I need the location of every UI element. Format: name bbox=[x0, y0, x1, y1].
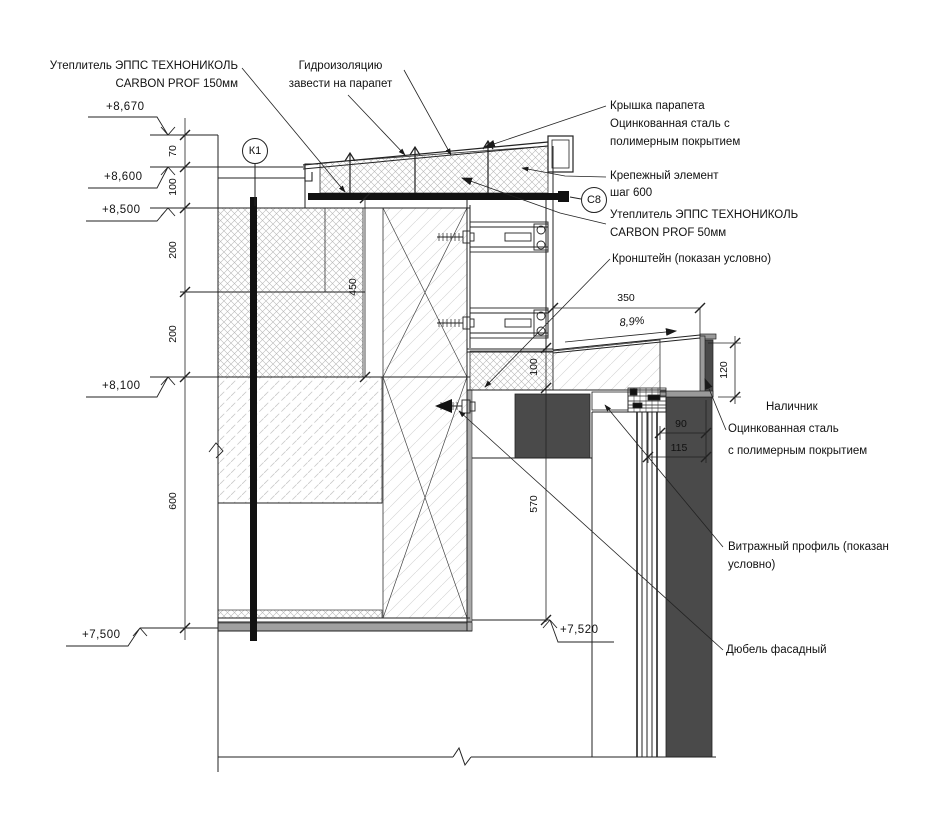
elevation-7500: +7,500 bbox=[82, 629, 121, 641]
anchor-bars bbox=[250, 191, 569, 641]
dim-100-sill: 100 bbox=[528, 358, 540, 376]
casing-flashing bbox=[659, 333, 717, 398]
facade-dowel bbox=[435, 399, 476, 414]
dim-100-top: 100 bbox=[167, 178, 179, 196]
elevation-flags bbox=[66, 116, 614, 647]
dim-90: 90 bbox=[675, 418, 687, 430]
structure-lines bbox=[140, 134, 716, 772]
leader-lines bbox=[241, 67, 727, 651]
bracket-group bbox=[437, 221, 549, 339]
dimension-lines bbox=[179, 118, 741, 640]
k1-marker-label: К1 bbox=[248, 145, 262, 157]
leader-dowel bbox=[458, 410, 724, 651]
dim-200-a: 200 bbox=[167, 241, 179, 259]
label-curtain-wall: Витражный профиль (показан условно) bbox=[728, 541, 889, 571]
parapet-cap bbox=[302, 135, 574, 182]
label-dowel: Дюбель фасадный bbox=[726, 644, 827, 656]
dim-200-b: 200 bbox=[167, 325, 179, 343]
dim-450: 450 bbox=[347, 278, 359, 296]
dim-570: 570 bbox=[528, 495, 540, 513]
leader-insulation-150 bbox=[241, 67, 346, 193]
elevation-7520: +7,520 bbox=[560, 624, 599, 636]
elevation-8100: +8,100 bbox=[102, 380, 141, 392]
wall-masses bbox=[217, 145, 661, 632]
frame-assembly bbox=[591, 387, 667, 413]
leader-cap bbox=[483, 105, 607, 148]
elevation-8500: +8,500 bbox=[102, 204, 141, 216]
label-insulation-50: Утеплитель ЭППС ТЕХНОНИКОЛЬ CARBON PROF … bbox=[610, 209, 799, 239]
dim-600: 600 bbox=[167, 492, 179, 510]
leader-curtain-wall bbox=[604, 404, 724, 548]
label-insulation-150: Утеплитель ЭППС ТЕХНОНИКОЛЬ CARBON PROF … bbox=[49, 60, 238, 90]
leader-bracket bbox=[484, 258, 611, 388]
dim-120: 120 bbox=[718, 361, 730, 379]
leader-casing bbox=[704, 377, 727, 431]
label-bracket: Кронштейн (показан условно) bbox=[612, 253, 772, 265]
elevation-8600: +8,600 bbox=[104, 171, 143, 183]
dim-70: 70 bbox=[167, 145, 179, 157]
leader-waterproofing-a bbox=[347, 94, 406, 156]
label-parapet-cap: Крышка парапета Оцинкованная сталь с пол… bbox=[610, 100, 741, 148]
leader-fastener bbox=[521, 166, 607, 178]
c8-marker-label: С8 bbox=[586, 194, 602, 206]
dim-350: 350 bbox=[617, 292, 635, 304]
leader-waterproofing-b bbox=[403, 69, 452, 156]
c8-marker-circle bbox=[581, 187, 607, 213]
curtain-wall-profiles bbox=[514, 339, 714, 758]
leader-insulation-50 bbox=[460, 177, 607, 225]
elevation-8670: +8,670 bbox=[106, 101, 145, 113]
label-fastener: Крепежный элемент шаг 600 bbox=[610, 170, 719, 199]
grid-markers bbox=[242, 138, 607, 213]
label-waterproofing: Гидроизоляцию завести на парапет bbox=[288, 60, 393, 90]
label-casing: Наличник Оцинкованная сталь с полимерным… bbox=[728, 401, 868, 457]
dim-115: 115 bbox=[670, 442, 688, 454]
